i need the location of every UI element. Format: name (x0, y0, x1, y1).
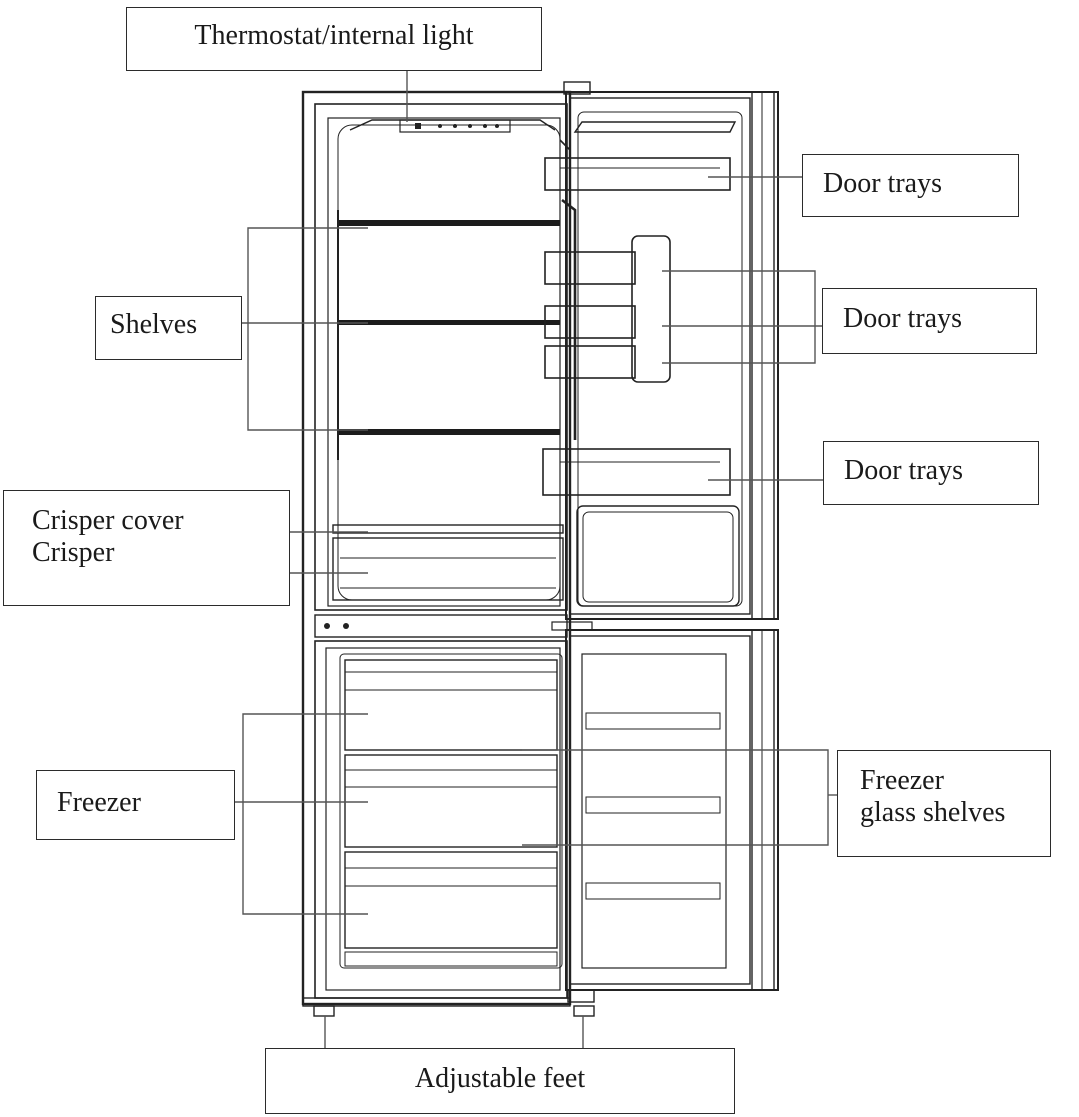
fridge-shelves (337, 139, 577, 500)
label-line-1: Freezer (860, 765, 944, 796)
label-text: Shelves (110, 309, 198, 340)
label-door-trays-bottom: Door trays (823, 441, 1039, 505)
label-text: Door trays (843, 303, 962, 334)
leader-lines (235, 71, 837, 1048)
label-thermostat-internal-light: Thermostat/internal light (126, 7, 542, 71)
label-line-2: glass shelves (860, 797, 1006, 829)
label-adjustable-feet: Adjustable feet (265, 1048, 735, 1114)
thermostat-panel (349, 119, 556, 133)
adjustable-feet (313, 989, 595, 1017)
label-crisper-group: Crisper cover Crisper (3, 490, 290, 606)
label-door-trays-middle: Door trays (822, 288, 1037, 354)
label-text: Thermostat/internal light (194, 20, 474, 51)
label-crisper-cover: Crisper cover (32, 505, 184, 536)
crisper-drawer (332, 524, 564, 601)
label-text: Freezer (57, 787, 141, 818)
label-text: Door trays (844, 455, 963, 486)
lower-door (565, 629, 779, 991)
fridge-cabinet (301, 90, 572, 1007)
freezer-drawers (344, 659, 558, 967)
label-text: Adjustable feet (414, 1063, 586, 1094)
label-crisper: Crisper (32, 537, 115, 569)
upper-door (542, 81, 779, 631)
label-text: Door trays (823, 168, 942, 199)
label-shelves: Shelves (95, 296, 242, 360)
label-freezer-glass-shelves: Freezer glass shelves (837, 750, 1051, 857)
label-door-trays-top: Door trays (802, 154, 1019, 217)
label-freezer: Freezer (36, 770, 235, 840)
